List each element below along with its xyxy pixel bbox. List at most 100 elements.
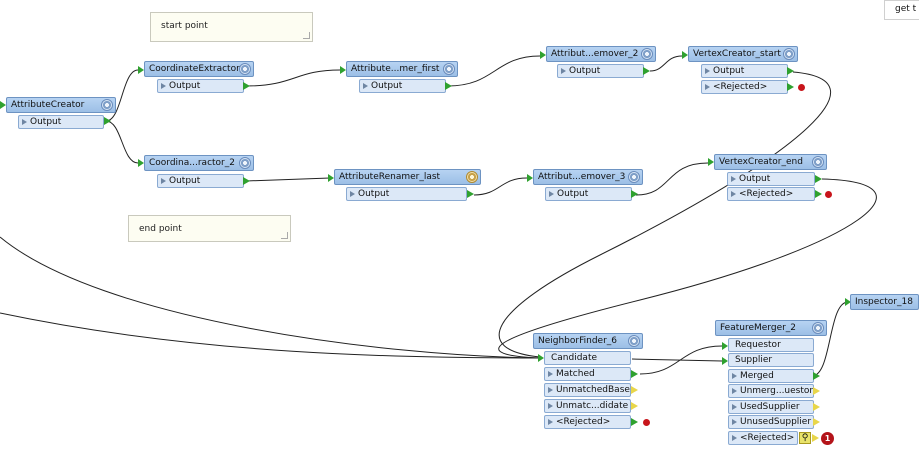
port-label: <Rejected> [739,189,794,199]
output-connector-icon[interactable] [467,190,474,198]
unconnected-output-icon[interactable] [813,418,820,426]
unconnected-output-icon[interactable] [812,434,819,442]
output-connector-icon[interactable] [243,82,250,90]
transformer-inspector-18[interactable]: Inspector_18 [850,294,919,310]
transformer-attributerenamer-last[interactable]: AttributeRenamer_last [334,169,481,185]
port-output[interactable]: Output [157,174,244,188]
gear-icon[interactable] [101,99,113,111]
output-connector-icon[interactable] [104,117,111,125]
transformer-attributecreator[interactable]: AttributeCreator [6,97,116,113]
port-merged[interactable]: Merged [728,369,814,383]
transformer-vertexcreator-start[interactable]: VertexCreator_start [688,46,798,62]
input-connector-icon[interactable] [845,298,851,306]
port-unusedsupplier[interactable]: UnusedSupplier [728,415,814,429]
port-unmatchedcandidate[interactable]: Unmatc...didate [544,399,631,413]
input-connector-icon[interactable] [328,174,334,182]
transformer-vertexcreator-end[interactable]: VertexCreator_end [714,154,827,170]
transformer-attributeremover-2[interactable]: Attribut...emover_2 [546,46,656,62]
port-label: Candidate [551,353,598,363]
port-output[interactable]: Output [701,64,788,78]
unconnected-output-icon[interactable] [813,387,820,395]
transformer-featuremerger-2[interactable]: FeatureMerger_2 [715,320,827,336]
expand-icon [548,387,553,393]
gear-icon[interactable] [239,63,251,75]
transformer-attributerenamer-first[interactable]: Attribute...mer_first [346,61,458,77]
gear-icon[interactable] [443,63,455,75]
feature-count-badge[interactable]: 1 [821,432,834,445]
annotation-start: start point [150,12,313,42]
resize-grip-icon[interactable] [281,232,288,239]
port-rejected[interactable]: <Rejected> [727,187,815,201]
output-connector-icon[interactable] [813,372,820,380]
unconnected-output-icon[interactable] [813,403,820,411]
input-connector-icon[interactable] [540,51,546,59]
input-connector-icon[interactable] [0,101,6,109]
port-output[interactable]: Output [18,115,104,129]
port-rejected[interactable]: <Rejected> [728,431,798,445]
transformer-title: Coordina...ractor_2 [149,158,235,168]
output-connector-icon[interactable] [631,190,638,198]
input-connector-icon[interactable] [708,158,714,166]
port-supplier[interactable]: Supplier [728,353,814,367]
output-connector-icon[interactable] [787,67,794,75]
input-connector-icon[interactable] [527,174,533,182]
gear-icon[interactable] [812,156,824,168]
gear-icon[interactable] [239,157,251,169]
port-matched[interactable]: Matched [544,367,631,381]
output-connector-icon[interactable] [815,190,822,198]
input-connector-icon[interactable] [138,159,144,167]
input-connector-icon[interactable] [138,66,144,74]
output-connector-icon[interactable] [631,370,638,378]
link-renamer-remover2 [447,55,541,87]
transformer-coordinateextractor[interactable]: CoordinateExtractor [144,61,254,77]
link-vcend-candidate [498,178,877,359]
port-output[interactable]: Output [346,187,467,201]
input-connector-icon[interactable] [682,51,688,59]
port-output[interactable]: Output [557,64,644,78]
unconnected-output-icon[interactable] [631,386,638,394]
output-connector-icon[interactable] [243,177,250,185]
port-output[interactable]: Output [157,79,244,93]
gear-icon[interactable] [783,48,795,60]
transformer-coordinateextractor-2[interactable]: Coordina...ractor_2 [144,155,254,171]
port-usedsupplier[interactable]: UsedSupplier [728,400,814,414]
gear-icon[interactable] [628,335,640,347]
input-connector-icon[interactable] [538,354,544,362]
port-candidate[interactable]: Candidate [544,351,631,365]
input-connector-icon[interactable] [722,342,728,350]
input-connector-icon[interactable] [340,66,346,74]
annotation-end: end point [128,215,291,242]
gear-icon[interactable] [628,171,640,183]
port-label: <Rejected> [556,417,611,427]
output-connector-icon[interactable] [445,82,452,90]
expand-icon [732,373,737,379]
port-output[interactable]: Output [545,187,632,201]
input-connector-icon[interactable] [722,357,728,365]
gear-icon[interactable] [641,48,653,60]
port-output[interactable]: Output [727,172,815,186]
transformer-attributeremover-3[interactable]: Attribut...emover_3 [533,169,643,185]
port-label: Output [358,189,390,199]
port-output[interactable]: Output [359,79,446,93]
port-label: Unmatc...didate [556,401,629,411]
unconnected-output-icon[interactable] [631,402,638,410]
port-label: Output [30,117,62,127]
output-connector-icon[interactable] [643,67,650,75]
port-unmergedrequestor[interactable]: Unmerg...uestor [728,384,814,398]
resize-grip-icon[interactable] [303,32,310,39]
port-requestor[interactable]: Requestor [728,338,814,352]
transformer-neighborfinder-6[interactable]: NeighborFinder_6 [533,333,643,349]
output-connector-icon[interactable] [787,83,794,91]
output-connector-icon[interactable] [631,418,638,426]
port-label: Requestor [735,340,781,350]
expand-icon [732,419,737,425]
link-remover3-vcend [635,162,709,196]
gear-icon[interactable] [812,322,824,334]
output-connector-icon[interactable] [815,175,822,183]
port-rejected[interactable]: <Rejected> [544,415,631,429]
gear-icon[interactable] [466,171,478,183]
port-unmatchedbase[interactable]: UnmatchedBase [544,383,631,397]
inspect-icon[interactable]: ⚲ [799,432,811,444]
port-rejected[interactable]: <Rejected> [701,80,788,94]
transformer-title: FeatureMerger_2 [720,323,797,333]
